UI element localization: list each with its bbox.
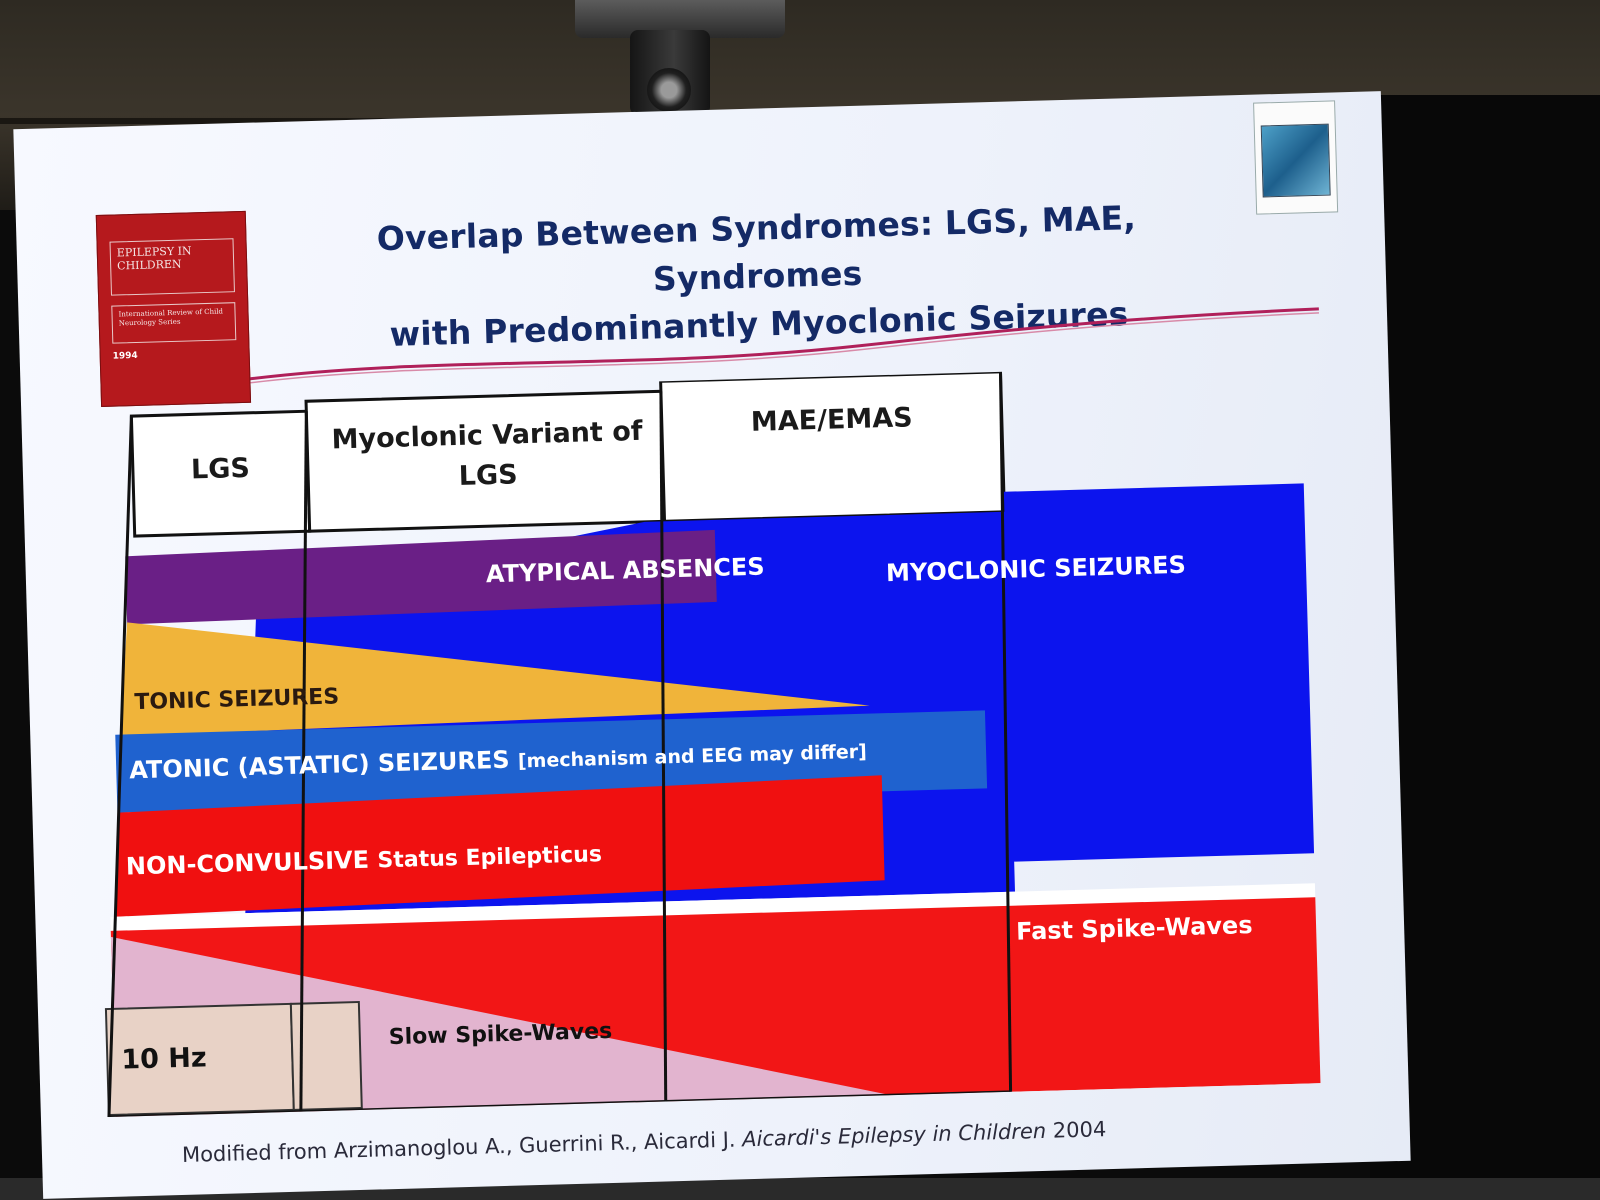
- citation-footer: Modified from Arzimanoglou A., Guerrini …: [182, 1116, 1162, 1167]
- citation-year: 2004: [1052, 1117, 1107, 1143]
- column-divider-variant: [659, 391, 668, 1102]
- citation-book-title: Aicardi's Epilepsy in Children: [741, 1118, 1047, 1152]
- eeg-separator: [110, 883, 1316, 931]
- thumbnail-image: [1260, 123, 1331, 198]
- diagram-bottom-border: [108, 1090, 1011, 1118]
- projector-lens: [647, 68, 691, 112]
- syndrome-overlap-diagram: LGS Myoclonic Variant of LGS MAE/EMAS AT…: [81, 363, 1331, 1118]
- ncse-band: [115, 775, 885, 917]
- hz10-label: 10 Hz: [120, 1042, 208, 1076]
- thumbnail-header: [1258, 106, 1328, 122]
- column-header-box-mae: [659, 370, 1006, 523]
- column-divider-mae: [998, 371, 1013, 1092]
- diagram-shapes: [104, 370, 1321, 1118]
- book-cover-title: EPILEPSY IN CHILDREN: [109, 238, 235, 296]
- diagram-left-border: [107, 416, 133, 1118]
- citation-authors: Modified from Arzimanoglou A., Guerrini …: [181, 1127, 736, 1167]
- book-cover-series: International Review of Child Neurology …: [111, 302, 237, 344]
- projector: [575, 0, 785, 130]
- column-divider-lgs: [299, 411, 308, 1112]
- hz10-box-secondary: [289, 1000, 363, 1111]
- projected-slide: EPILEPSY IN CHILDREN International Revie…: [13, 91, 1411, 1199]
- book-cover-year: 1994: [112, 350, 138, 362]
- second-book-thumbnail: [1253, 100, 1339, 215]
- column-label-lgs: LGS: [190, 452, 251, 486]
- title-underline-wave: [250, 307, 1319, 384]
- room-wall: [1370, 95, 1600, 1200]
- atypical-absences-band: [125, 529, 717, 625]
- column-label-myoclonic-variant: Myoclonic Variant of LGS: [331, 415, 643, 492]
- tonic-seizures-band: [120, 622, 870, 737]
